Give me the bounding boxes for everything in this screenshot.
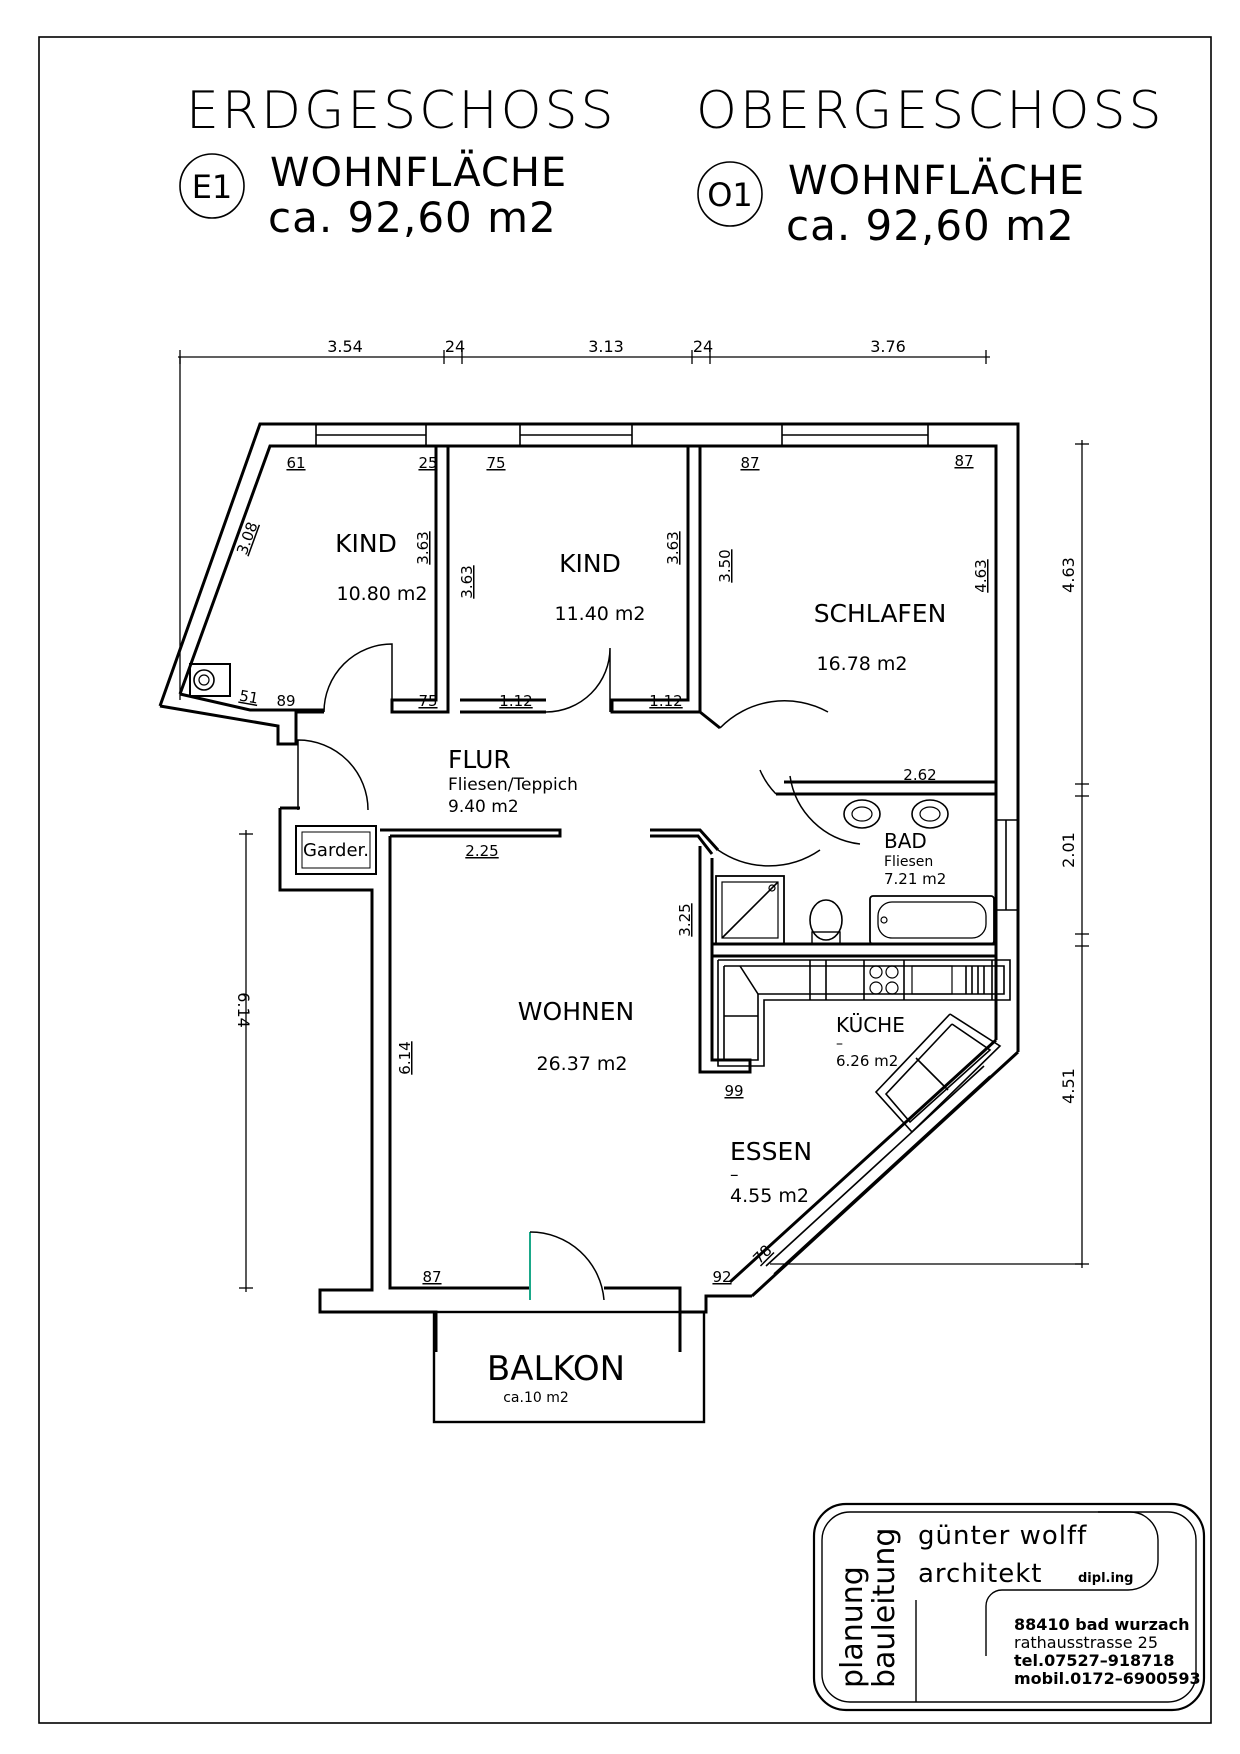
sink-icon-2: [911, 799, 949, 829]
dim-kind1-a: 61: [286, 454, 305, 472]
stove-icon: [189, 663, 231, 697]
dim-schlafen-e: 2.62: [903, 766, 936, 784]
dim-right-3: 4.51: [1059, 1068, 1078, 1104]
stove-ring: [193, 669, 215, 691]
architect-stamp: [812, 1502, 1206, 1712]
dim-right-1: 4.63: [1059, 557, 1078, 593]
room-name-schlafen: SCHLAFEN: [814, 599, 947, 628]
unit-code-left: E1: [192, 168, 233, 206]
living-area-value-left: ca. 92,60 m2: [268, 193, 557, 242]
room-name-kueche: KÜCHE: [836, 1013, 905, 1037]
unit-badge-right: [697, 161, 763, 227]
dim-top-1: 3.54: [327, 337, 363, 356]
room-area-essen: 4.55 m2: [730, 1185, 809, 1207]
floor-title-left: ERDGESCHOSS: [186, 81, 617, 141]
right-dimension-line: [770, 440, 1089, 1268]
garderobe-cabinet: [295, 825, 377, 875]
dim-wohnen-b: 3.25: [676, 903, 694, 936]
doors: [297, 643, 861, 1301]
room-dash-kueche: –: [836, 1036, 843, 1052]
dim-top-3: 3.13: [588, 337, 624, 356]
room-name-essen: ESSEN: [730, 1137, 812, 1166]
dim-kind2-c: 3.63: [664, 531, 682, 564]
floor-title-right: OBERGESCHOSS: [696, 81, 1164, 141]
dim-left-1: 6.14: [234, 992, 253, 1028]
top-dimension-line: [178, 350, 990, 700]
room-name-flur: FLUR: [448, 745, 511, 774]
room-area-schlafen: 16.78 m2: [816, 653, 907, 675]
stamp-address-2: rathausstrasse 25: [1014, 1633, 1158, 1652]
dim-kind1-b: 25: [418, 454, 437, 472]
dim-kind1-f: 89: [276, 692, 295, 710]
dim-essen-a: 92: [712, 1268, 731, 1286]
dim-kind2-d: 1.12: [499, 692, 532, 710]
dim-kind2-b: 3.63: [458, 565, 476, 598]
room-name-wohnen: WOHNEN: [518, 997, 634, 1026]
sink-icon: [843, 799, 881, 829]
stamp-title-suffix: dipl.ing: [1078, 1571, 1133, 1586]
room-name-kind-1: KIND: [335, 529, 397, 558]
living-area-value-right: ca. 92,60 m2: [786, 201, 1075, 250]
room-area-kind-2: 11.40 m2: [554, 603, 645, 625]
kitchen-sink-icon: [911, 965, 953, 995]
dim-wohnen-c: 6.14: [396, 1041, 414, 1074]
dim-kind1-c: 3.08: [233, 520, 261, 558]
dim-schlafen-c: 3.50: [716, 549, 734, 582]
stamp-phone: tel.07527–918718: [1014, 1651, 1175, 1670]
room-area-balkon: ca.10 m2: [503, 1390, 569, 1406]
stamp-mobile: mobil.0172–6900593: [1014, 1669, 1201, 1688]
room-area-bad: 7.21 m2: [884, 870, 946, 888]
dim-kind1-g: 75: [418, 692, 437, 710]
balcony-outline: [432, 1310, 706, 1424]
room-area-flur: 9.40 m2: [448, 797, 519, 817]
dim-kueche-a: 99: [724, 1082, 743, 1100]
stamp-planung: planung: [835, 1566, 870, 1688]
room-name-balkon: BALKON: [487, 1349, 625, 1389]
dim-right-2: 2.01: [1059, 832, 1078, 868]
room-material-flur: Fliesen/Teppich: [448, 775, 578, 795]
room-area-wohnen: 26.37 m2: [536, 1053, 627, 1075]
room-area-kind-1: 10.80 m2: [336, 583, 427, 605]
dim-schlafen-d: 4.63: [972, 559, 990, 592]
dim-top-5: 3.76: [870, 337, 906, 356]
sheet-border: [38, 36, 1212, 1724]
dim-wohnen-d: 87: [422, 1268, 441, 1286]
room-name-bad: BAD: [884, 829, 927, 853]
dim-top-2: 24: [445, 337, 465, 356]
dim-schlafen-a: 87: [740, 454, 759, 472]
dim-top-4: 24: [693, 337, 713, 356]
left-dimension-line: [239, 830, 253, 1292]
stamp-address-1: 88410 bad wurzach: [1014, 1615, 1190, 1634]
room-name-kind-2: KIND: [559, 549, 621, 578]
living-area-label-left: WOHNFLÄCHE: [270, 148, 567, 196]
bathtub-icon: [869, 895, 995, 945]
dim-schlafen-b: 87: [954, 452, 973, 470]
dim-kind2-e: 1.12: [649, 692, 682, 710]
dim-wohnen-a: 2.25: [465, 842, 498, 860]
stovetop-icon: [869, 965, 883, 979]
stamp-architect-name: günter wolff: [918, 1521, 1087, 1551]
garderobe-label: Garder.: [303, 840, 369, 861]
stamp-bauleitung: bauleitung: [867, 1528, 902, 1688]
stove-ring-inner: [198, 674, 210, 686]
room-dash-essen: –: [730, 1165, 739, 1185]
kitchen-counter: [717, 959, 1011, 1134]
living-area-label-right: WOHNFLÄCHE: [788, 156, 1085, 204]
stamp-architect-title: architekt: [918, 1559, 1043, 1589]
room-material-bad: Fliesen: [884, 854, 933, 870]
toilet-icon: [809, 899, 843, 941]
unit-code-right: O1: [707, 176, 753, 214]
bathroom-fixtures: [715, 799, 995, 945]
garderobe-inner: [301, 831, 371, 869]
unit-badge-left: [179, 153, 245, 219]
room-area-kueche: 6.26 m2: [836, 1052, 898, 1070]
dim-kind1-d: 3.63: [414, 531, 432, 564]
shower-icon: [715, 875, 785, 945]
dim-kind1-e: 51: [238, 687, 260, 708]
dim-kind2-a: 75: [486, 454, 505, 472]
